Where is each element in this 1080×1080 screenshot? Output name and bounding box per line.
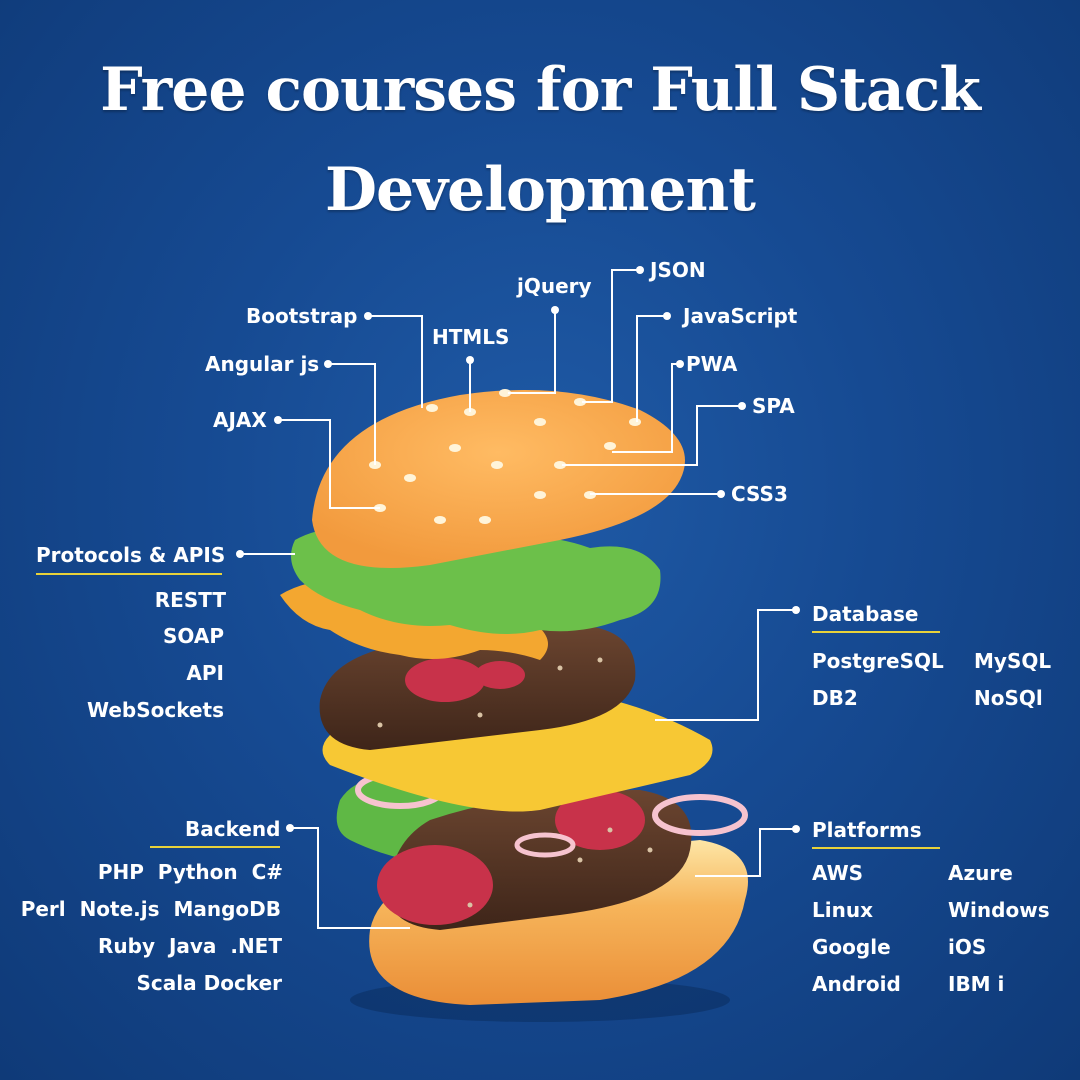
backend-row-1: PHP Python C# [97, 860, 283, 884]
sesame-seeds [369, 389, 641, 524]
database-item-mysql: MySQL [974, 649, 1052, 673]
backend-underline [150, 846, 280, 848]
platforms-underline [812, 847, 940, 849]
backend-row-3: Ruby Java .NET [98, 934, 282, 958]
upper-tomato [405, 658, 485, 702]
title-line-1: Free courses for Full Stack [100, 55, 981, 125]
platforms-item-ibmi: IBM i [948, 972, 1005, 996]
platforms-item-android: Android [812, 972, 901, 996]
platforms-item-google: Google [812, 935, 891, 959]
backend-row-4: Scala Docker [136, 971, 282, 995]
database-heading: Database [812, 602, 919, 626]
connector-dots [236, 266, 800, 833]
backend-row-2: Perl Note.js MangoDB [20, 897, 281, 921]
label-htmls: HTMLS [432, 325, 510, 349]
platforms-item-aws: AWS [812, 861, 864, 885]
onion-ring-2 [652, 794, 748, 836]
protocols-item-websockets: WebSockets [86, 698, 224, 722]
platforms-item-azure: Azure [948, 861, 1013, 885]
database-item-nosql: NoSQl [974, 686, 1043, 710]
protocols-underline [36, 573, 222, 575]
label-jquery: jQuery [517, 274, 592, 298]
page-title: Free courses for Full Stack Development [0, 40, 1080, 240]
label-angular: Angular js [205, 352, 320, 376]
label-bootstrap: Bootstrap [246, 304, 358, 328]
protocols-heading: Protocols & APIS [36, 543, 226, 567]
connector-lines [240, 269, 796, 929]
database-underline [812, 631, 940, 633]
label-javascript: JavaScript [683, 304, 798, 328]
label-css3: CSS3 [731, 482, 788, 506]
label-json: JSON [650, 258, 706, 282]
label-pwa: PWA [686, 352, 738, 376]
backend-heading: Backend [185, 817, 281, 841]
database-item-postgresql: PostgreSQL [812, 649, 944, 673]
title-line-2: Development [324, 155, 756, 225]
lower-tomato [377, 845, 493, 925]
platforms-item-linux: Linux [812, 898, 873, 922]
database-item-db2: DB2 [812, 686, 858, 710]
platforms-item-windows: Windows [948, 898, 1050, 922]
protocols-item-restt: RESTT [154, 588, 226, 612]
platforms-item-ios: iOS [948, 935, 987, 959]
top-bun [312, 390, 685, 568]
platforms-heading: Platforms [812, 818, 922, 842]
label-spa: SPA [752, 394, 795, 418]
protocols-item-api: API [186, 661, 224, 685]
protocols-item-soap: SOAP [162, 624, 224, 648]
label-ajax: AJAX [213, 408, 267, 432]
